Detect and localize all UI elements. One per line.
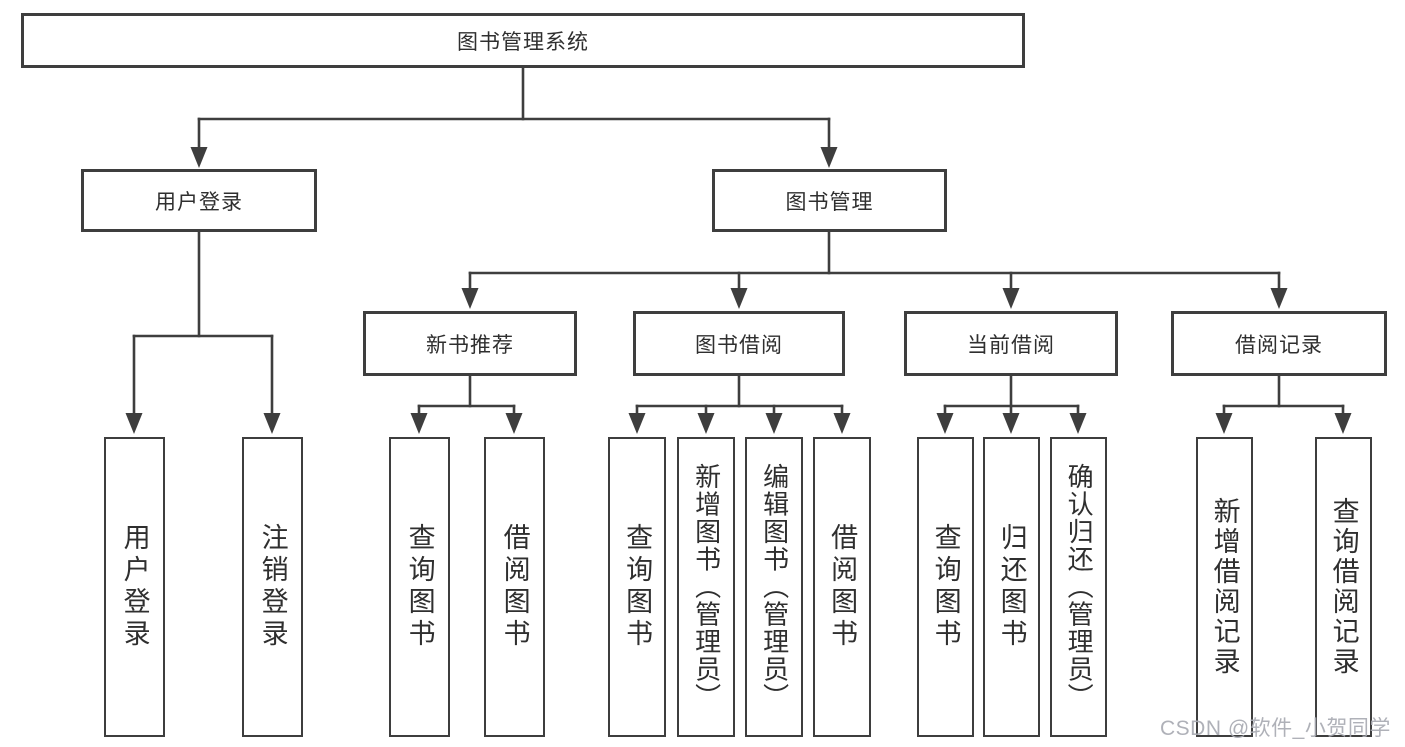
node-book-management: 图书管理 [712, 169, 947, 232]
leaf-add-books-admin: 新增图书（管理员） [677, 437, 735, 737]
node-user-login-label: 用户登录 [155, 190, 243, 214]
leaf-query-books-borrowing-label: 查询图书 [622, 523, 653, 651]
arrowhead-down-icon [410, 413, 428, 434]
node-book-borrowing: 图书借阅 [633, 311, 845, 376]
node-book-borrowing-label: 图书借阅 [695, 333, 783, 357]
node-borrowing-records: 借阅记录 [1171, 311, 1387, 376]
leaf-query-books-current-label: 查询图书 [930, 523, 961, 651]
arrowhead-down-icon [1069, 413, 1087, 434]
arrowhead-down-icon [833, 413, 851, 434]
leaf-add-borrow-record: 新增借阅记录 [1196, 437, 1253, 737]
connectors-root [190, 66, 838, 168]
leaf-query-books-current: 查询图书 [917, 437, 974, 737]
connectors-book-management [461, 230, 1288, 309]
connectors-borrowing-records [1215, 374, 1352, 434]
arrowhead-down-icon [461, 288, 479, 309]
connectors-user-login [125, 230, 281, 434]
arrowhead-down-icon [628, 413, 646, 434]
arrowhead-down-icon [190, 147, 208, 168]
connectors-current-borrowing [936, 374, 1087, 434]
leaf-user-login: 用户登录 [104, 437, 165, 737]
leaf-query-books-recommend: 查询图书 [389, 437, 450, 737]
node-root: 图书管理系统 [21, 13, 1025, 68]
node-root-label: 图书管理系统 [457, 30, 589, 54]
arrowhead-down-icon [730, 288, 748, 309]
leaf-query-books-borrowing: 查询图书 [608, 437, 666, 737]
leaf-borrow-books-recommend: 借阅图书 [484, 437, 545, 737]
connectors-book-borrowing [628, 374, 851, 434]
arrowhead-down-icon [1215, 413, 1233, 434]
leaf-return-books: 归还图书 [983, 437, 1040, 737]
arrowhead-down-icon [820, 147, 838, 168]
leaf-borrow-books-borrowing-label: 借阅图书 [827, 523, 858, 651]
arrowhead-down-icon [125, 413, 143, 434]
leaf-add-books-admin-label: 新增图书（管理员） [691, 463, 722, 711]
leaf-edit-books-admin: 编辑图书（管理员） [745, 437, 803, 737]
leaf-confirm-return-admin: 确认归还（管理员） [1050, 437, 1107, 737]
arrowhead-down-icon [263, 413, 281, 434]
leaf-query-books-recommend-label: 查询图书 [404, 523, 435, 651]
arrowhead-down-icon [697, 413, 715, 434]
arrowhead-down-icon [1334, 413, 1352, 434]
leaf-user-login-label: 用户登录 [119, 523, 150, 651]
leaf-borrow-books-borrowing: 借阅图书 [813, 437, 871, 737]
leaf-logout-label: 注销登录 [257, 523, 288, 651]
leaf-return-books-label: 归还图书 [996, 523, 1027, 651]
connectors-new-book-recommend [410, 374, 523, 434]
arrowhead-down-icon [765, 413, 783, 434]
node-new-book-recommend: 新书推荐 [363, 311, 577, 376]
arrowhead-down-icon [1002, 413, 1020, 434]
node-borrowing-records-label: 借阅记录 [1235, 333, 1323, 357]
csdn-watermark: CSDN @软件_小贺同学 [1160, 717, 1391, 740]
leaf-logout: 注销登录 [242, 437, 303, 737]
leaf-query-borrow-record-label: 查询借阅记录 [1328, 497, 1359, 677]
node-current-borrowing: 当前借阅 [904, 311, 1118, 376]
arrowhead-down-icon [1270, 288, 1288, 309]
node-book-management-label: 图书管理 [785, 190, 874, 214]
leaf-borrow-books-recommend-label: 借阅图书 [499, 523, 530, 651]
arrowhead-down-icon [505, 413, 523, 434]
node-user-login: 用户登录 [81, 169, 317, 232]
leaf-query-borrow-record: 查询借阅记录 [1315, 437, 1372, 737]
arrowhead-down-icon [1002, 288, 1020, 309]
arrowhead-down-icon [936, 413, 954, 434]
leaf-edit-books-admin-label: 编辑图书（管理员） [759, 463, 790, 711]
node-new-book-recommend-label: 新书推荐 [426, 333, 514, 357]
leaf-confirm-return-admin-label: 确认归还（管理员） [1064, 463, 1095, 711]
leaf-add-borrow-record-label: 新增借阅记录 [1209, 497, 1240, 677]
node-current-borrowing-label: 当前借阅 [967, 333, 1055, 357]
